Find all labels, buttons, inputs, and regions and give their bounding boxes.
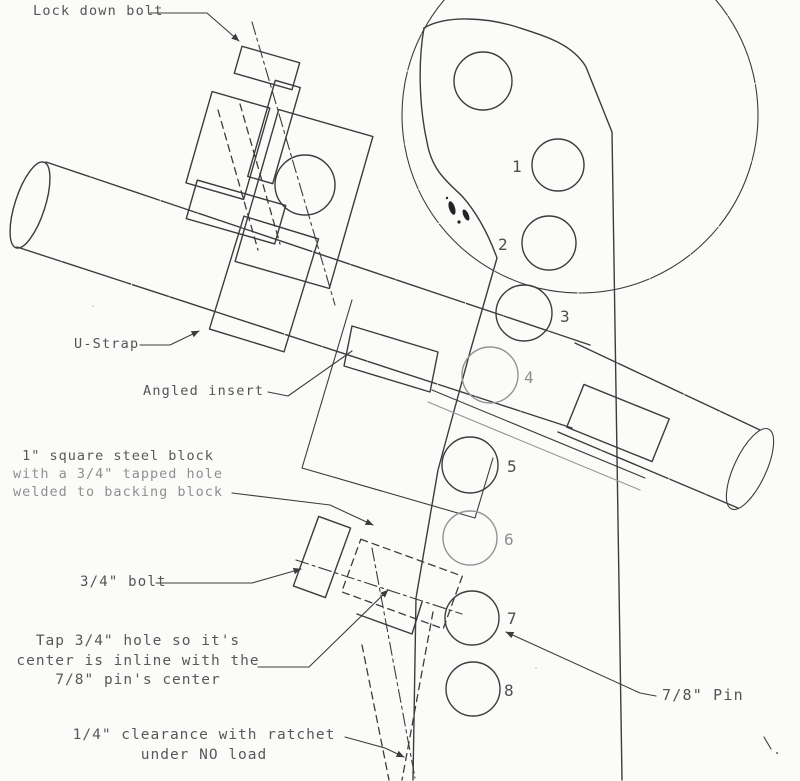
- leader-u-strap: [139, 330, 200, 346]
- note-line: Tap 3/4" hole so it's: [35, 633, 241, 649]
- tube-right-end-cap: [725, 428, 775, 510]
- hole-number-6: 6: [504, 530, 515, 549]
- handle-hidden-edge-1: [401, 611, 434, 781]
- block-centerline: [295, 559, 463, 615]
- clamp-flange: [185, 179, 287, 245]
- clamp-block: [185, 90, 271, 201]
- leader-3-4-bolt: [155, 567, 302, 584]
- bolt-centerline: [251, 21, 336, 306]
- leader-angled-insert: [267, 350, 353, 397]
- tube-right-bottom-edge: [557, 431, 739, 509]
- backing-plate: [234, 108, 374, 290]
- note-line: 7/8" pin's center: [55, 672, 221, 689]
- pin-hole: [274, 154, 336, 216]
- tube-left-end-cap: [9, 161, 51, 249]
- scan-specks: [92, 305, 779, 755]
- note-clearance: 1/4" clearance with ratchet under NO loa…: [58, 726, 350, 765]
- label-u-strap: U-Strap: [74, 336, 140, 352]
- backing-bracket-right-edge: [474, 457, 494, 519]
- pin-hole: [453, 51, 513, 111]
- bar-left-edge: [412, 27, 498, 781]
- hole-2: 2: [498, 215, 577, 271]
- ink-smudge: [445, 196, 470, 224]
- label-angled-insert: Angled insert: [143, 383, 265, 399]
- hole-number-1: 1: [512, 157, 523, 176]
- note-line: under NO load: [140, 746, 268, 763]
- die-edge-line: [431, 389, 646, 479]
- die-edge-line-2: [427, 401, 641, 491]
- leader-tap-note: [257, 589, 389, 668]
- label-3-4-bolt: 3/4" bolt: [80, 574, 167, 590]
- leader-square-block-note: [231, 492, 374, 526]
- hole-number-4: 4: [524, 368, 535, 387]
- pin-holes-layer: 1 2 3 4 5 6 7 8: [274, 51, 585, 717]
- bar-right-edge: [423, 18, 623, 781]
- label-7-8-pin: 7/8" Pin: [662, 686, 744, 704]
- leader-clearance-note: [344, 736, 405, 758]
- note-line: center is inline with the: [16, 652, 260, 669]
- note-tap-hole: Tap 3/4" hole so it's center is inline w…: [12, 632, 264, 691]
- hole-7: 7: [444, 590, 518, 646]
- note-line: 1" square steel block: [22, 448, 214, 464]
- lock-bolt-head: [233, 45, 301, 91]
- tube-right-top-edge: [574, 342, 761, 431]
- hole-4: 4: [461, 346, 535, 404]
- tube-left-bottom-edge: [16, 246, 573, 429]
- backing-bracket-edge: [301, 299, 476, 519]
- hole-3: 3: [495, 284, 571, 342]
- handle-hidden-edge-2: [361, 644, 390, 781]
- geometry-layer: [9, 0, 775, 781]
- hole-number-5: 5: [507, 457, 518, 476]
- note-square-steel-block: 1" square steel block with a 3/4" tapped…: [2, 447, 234, 502]
- three-quarter-bolt: [292, 515, 352, 599]
- label-lock-down-bolt: Lock down bolt: [33, 3, 164, 19]
- leader-7-8-pin: [505, 631, 657, 697]
- hole-8: 8: [445, 661, 515, 717]
- hole-number-7: 7: [507, 609, 518, 628]
- hole-number-8: 8: [504, 681, 515, 700]
- tube-left-top-edge: [45, 161, 591, 346]
- hole-number-3: 3: [560, 307, 571, 326]
- stop-block: [566, 383, 670, 463]
- ratchet-wheel-circle: [401, 0, 759, 294]
- hole-1: 1: [512, 138, 585, 192]
- u-strap-outline: [208, 215, 320, 353]
- lock-bolt-shaft: [247, 79, 301, 185]
- leader-lines: [139, 12, 657, 758]
- angled-insert-outline: [343, 325, 439, 393]
- block-visible-edge: [356, 601, 423, 635]
- hole-5: 5: [441, 436, 518, 494]
- handle-centerline: [371, 547, 416, 779]
- hole-6: 6: [442, 510, 515, 566]
- hole-number-2: 2: [498, 235, 509, 254]
- note-line: 1/4" clearance with ratchet: [72, 727, 336, 743]
- hidden-square-block: [341, 538, 463, 630]
- note-line: welded to backing block: [13, 484, 223, 501]
- leader-lock-down-bolt: [149, 12, 240, 42]
- note-line: with a 3/4" tapped hole: [13, 466, 223, 483]
